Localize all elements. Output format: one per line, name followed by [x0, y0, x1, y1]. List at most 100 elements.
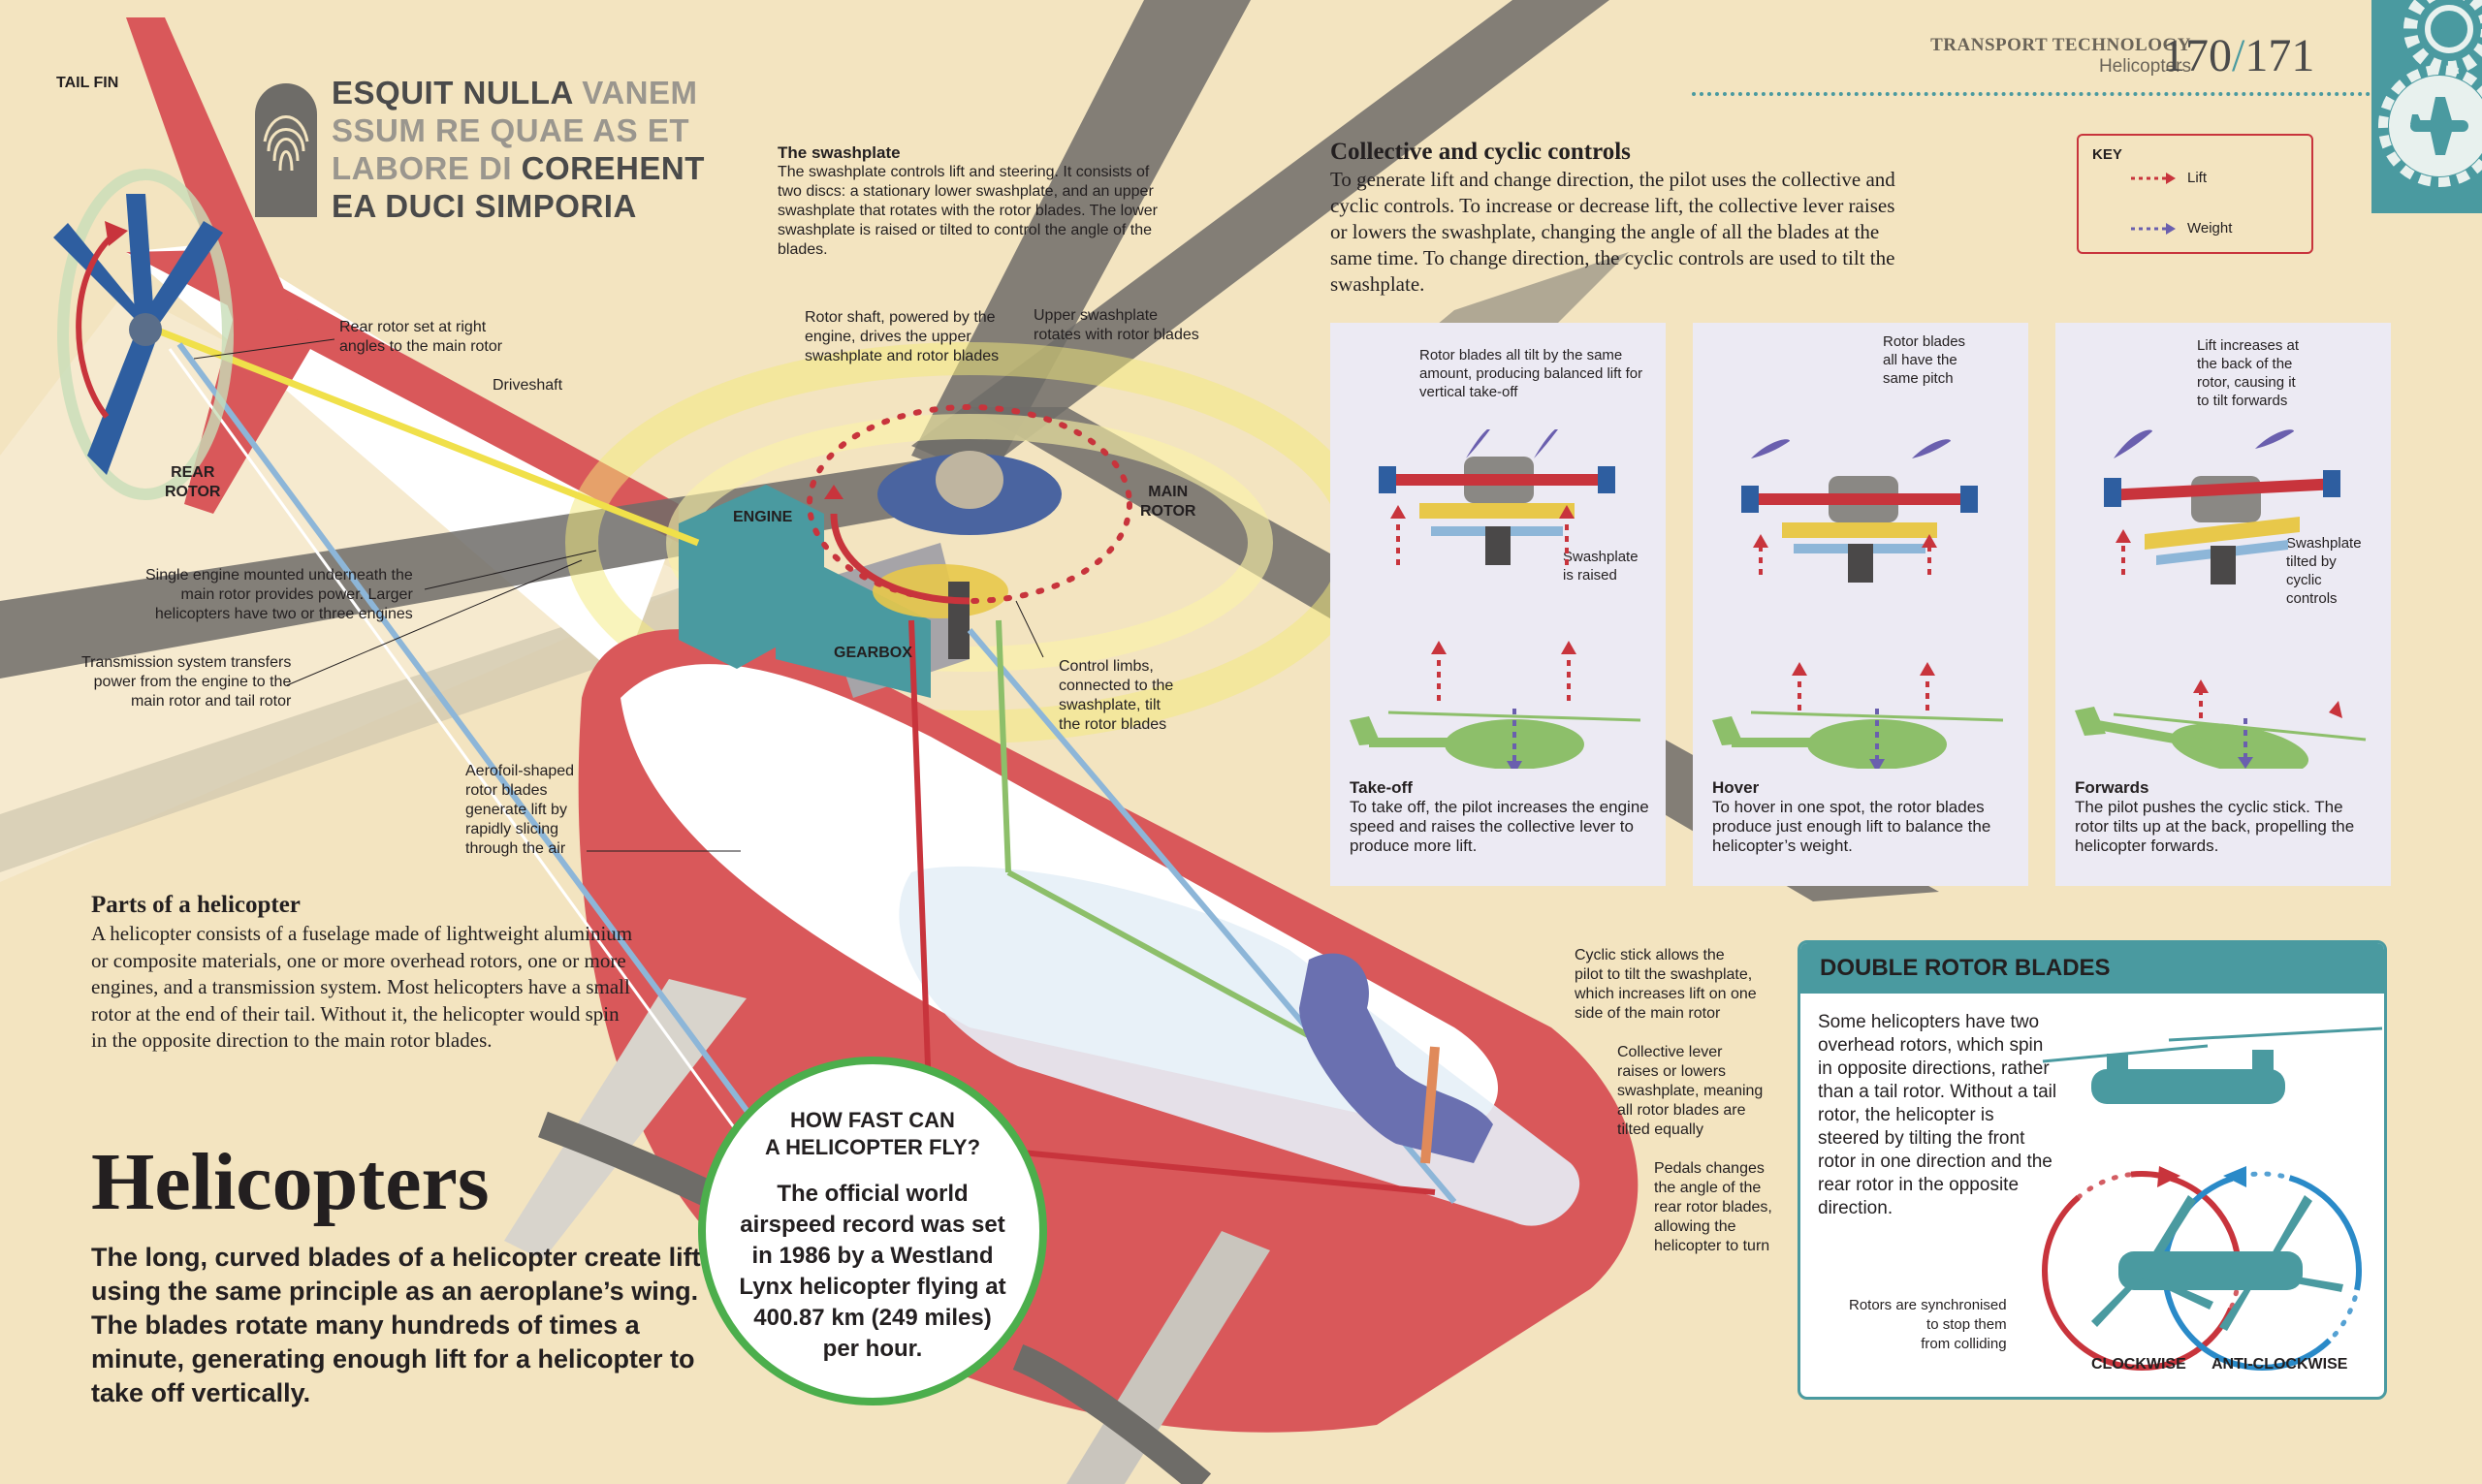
leader-engine — [424, 550, 597, 590]
rear-rotor-hub — [129, 313, 162, 346]
rear-rotor-blade-4 — [126, 194, 155, 334]
feature-heading-bold-3: EA DUCI SIMPORIA — [332, 188, 637, 224]
rotation-arrowhead — [824, 485, 843, 499]
double-rotor-box: DOUBLE ROTOR BLADES Some helicopters hav… — [1798, 940, 2387, 1400]
pilot-figure — [1299, 953, 1493, 1163]
panel-hover-body: To hover in one spot, the rotor blades p… — [1712, 798, 1991, 855]
panel-takeoff-note: Rotor blades all tilt by the same amount… — [1419, 347, 1643, 400]
panel-takeoff-note2: Swashplate is raised — [1563, 549, 1639, 584]
panel-forwards-title: Forwards — [2075, 778, 2149, 797]
key-box: KEY Lift Weight — [2077, 134, 2313, 254]
controls-title: Collective and cyclic controls — [1330, 139, 1631, 165]
feature-heading-light-1: VANEM — [572, 75, 698, 111]
skid-2 — [1012, 1344, 1212, 1484]
fingerprint-icon — [255, 83, 317, 217]
panel-takeoff: Rotor blades all tilt by the same amount… — [1330, 323, 1666, 886]
chinook-diagram — [2042, 1026, 2383, 1371]
panel-hover-caption: Hover To hover in one spot, the rotor bl… — [1712, 778, 2015, 856]
rear-rotor-blade-1 — [87, 320, 160, 475]
rear-rotor-blade-2 — [53, 223, 155, 330]
label-main-rotor: MAIN ROTOR — [1140, 484, 1196, 520]
label-engine: ENGINE — [733, 509, 793, 525]
cyclic-stick — [1420, 1046, 1440, 1164]
chinook-top — [2091, 1195, 2343, 1331]
feature-heading-light-2: SSUM RE QUAE AS ET — [332, 112, 689, 148]
leader-rear-rotor — [193, 338, 335, 360]
panel-forwards-body: The pilot pushes the cyclic stick. The r… — [2075, 798, 2355, 855]
double-rotor-header: DOUBLE ROTOR BLADES — [1800, 943, 2384, 994]
leader-transmission — [286, 559, 583, 686]
rear-rotor-halo — [57, 169, 234, 500]
key-weight: Weight — [2187, 220, 2233, 237]
control-limb-red — [908, 619, 934, 1145]
feature-heading-bold-2: COREHENT — [521, 150, 705, 186]
label-rotor-shaft: Rotor shaft, powered by the engine, driv… — [805, 309, 1000, 364]
feature-heading: ESQUIT NULLA VANEM SSUM RE QUAE AS ET LA… — [332, 74, 705, 225]
swashplate-title: The swashplate — [778, 143, 901, 162]
transmission-line-1 — [176, 342, 817, 1204]
label-collective-lever: Collective lever raises or lowers swashp… — [1617, 1044, 1764, 1138]
label-pedals: Pedals changes the angle of the rear rot… — [1654, 1160, 1772, 1254]
page-title: Helicopters — [91, 1137, 490, 1227]
rear-rotor-blade-3 — [141, 221, 223, 330]
gear-icon — [2378, 0, 2482, 187]
page-numbers: 170/171 — [2162, 29, 2314, 82]
rotor-cap — [936, 451, 1003, 509]
helicopter-silhouette — [1712, 710, 2004, 769]
driveshaft-line — [153, 326, 700, 547]
fast-body: The official world airspeed record was s… — [739, 1181, 1006, 1362]
rotor-shaft — [948, 582, 970, 659]
section-label: TRANSPORT TECHNOLOGY — [1930, 35, 2191, 55]
clockwise-label: CLOCKWISE — [2091, 1356, 2186, 1373]
section-tab — [2371, 0, 2482, 213]
subsection-label: Helicopters — [2098, 56, 2191, 77]
panel-takeoff-diagram — [1350, 429, 1641, 769]
rear-rotor-arrow — [76, 230, 118, 419]
lower-swashplate — [873, 564, 1008, 618]
leader-control-limbs — [1015, 600, 1044, 658]
running-header: TRANSPORT TECHNOLOGY Helicopters — [1930, 35, 2191, 78]
double-rotor-sync: Rotors are synchronised to stop them fro… — [1849, 1297, 2007, 1352]
lift-arrows — [1759, 546, 1931, 710]
label-tail-fin: TAIL FIN — [56, 75, 119, 91]
page-number-left: 170 — [2162, 30, 2232, 81]
rotor-head — [1379, 429, 1615, 565]
lift-arrows — [2121, 541, 2203, 730]
feature-heading-light-3: LABORE DI — [332, 150, 522, 186]
rear-rotor-arrowhead — [105, 221, 128, 246]
controls-block: Collective and cyclic controls To genera… — [1330, 138, 1912, 298]
label-rear-rotor-angle: Rear rotor set at right angles to the ma… — [339, 319, 503, 355]
panel-forwards-caption: Forwards The pilot pushes the cyclic sti… — [2075, 778, 2377, 856]
rotation-dotted — [807, 404, 1132, 604]
fast-circle: HOW FAST CAN A HELICOPTER FLY? The offic… — [698, 1057, 1047, 1405]
panel-hover-diagram — [1712, 439, 2004, 769]
label-gearbox: GEARBOX — [834, 645, 912, 661]
panel-forwards-diagram — [2075, 429, 2367, 769]
swashplate-body: The swashplate controls lift and steerin… — [778, 164, 1158, 258]
label-cyclic-stick: Cyclic stick allows the pilot to tilt th… — [1575, 947, 1757, 1022]
skid-strut-1 — [504, 979, 747, 1260]
key-arrows — [2131, 173, 2176, 235]
label-single-engine: Single engine mounted underneath the mai… — [145, 567, 413, 622]
label-driveshaft: Driveshaft — [493, 377, 563, 394]
label-aerofoil: Aerofoil-shaped rotor blades generate li… — [465, 763, 575, 857]
page-number-right: 171 — [2244, 30, 2315, 81]
controls-body: To generate lift and change direction, t… — [1330, 168, 1895, 296]
feature-heading-bold-1: ESQUIT NULLA — [332, 75, 573, 111]
page-separator: / — [2232, 30, 2245, 81]
chinook-side — [2042, 1026, 2383, 1104]
rotation-arrow — [830, 513, 971, 605]
panel-takeoff-caption: Take-off To take off, the pilot increase… — [1350, 778, 1652, 856]
double-rotor-body: Some helicopters have two overhead rotor… — [1818, 1012, 2057, 1218]
panel-takeoff-body: To take off, the pilot increases the eng… — [1350, 798, 1649, 855]
label-control-limbs: Control limbs, connected to the swashpla… — [1059, 658, 1174, 733]
panel-forwards: Lift increases at the back of the rotor,… — [2055, 323, 2391, 886]
key-title: KEY — [2092, 146, 2122, 163]
lift-arrows — [1396, 517, 1571, 701]
parts-block: Parts of a helicopter A helicopter consi… — [91, 890, 634, 1055]
rotor-head — [1741, 439, 1978, 583]
transmission-line-2 — [168, 348, 797, 1213]
panel-hover: Rotor blades all have the same pitch — [1693, 323, 2028, 886]
swashplate-block: The swashplate The swashplate controls l… — [778, 143, 1165, 260]
panel-forwards-note: Lift increases at the back of the rotor,… — [2197, 337, 2300, 409]
